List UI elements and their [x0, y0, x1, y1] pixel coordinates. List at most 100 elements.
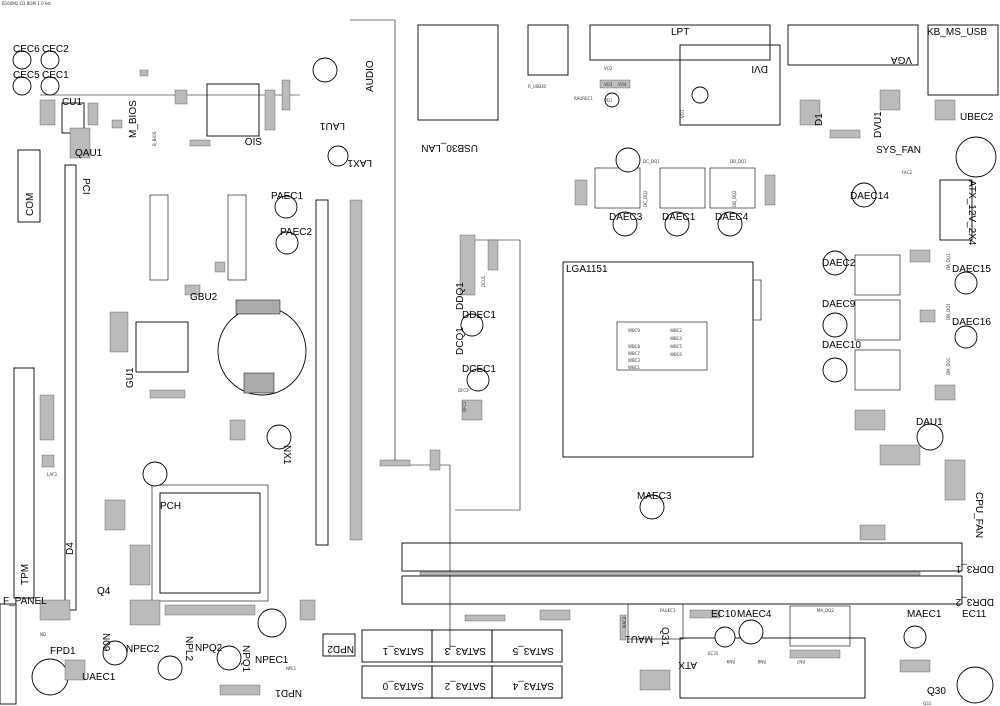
cec5-cap	[12, 76, 32, 96]
label-ec35: EC35	[708, 651, 719, 656]
label-q30: Q30	[927, 686, 946, 697]
daec1-cap	[664, 211, 690, 237]
label-cpu-fan: CPU_FAN	[973, 492, 984, 538]
label-f-panel: F_PANEL	[3, 596, 47, 607]
vo-cap	[691, 86, 709, 104]
daec14-cap	[851, 182, 877, 208]
label-tpm: TPM	[20, 564, 31, 585]
label-gbu2: GBU2	[190, 292, 218, 303]
label-daec4: DAEC4	[715, 212, 749, 223]
board-outlines	[0, 19, 999, 705]
phase-block-3	[854, 349, 901, 391]
label-paec2: PAEC2	[280, 227, 312, 238]
label-b-bios: B_BIOS	[152, 131, 157, 146]
usb30-lan-connector	[417, 24, 499, 121]
ec11-cap	[956, 666, 994, 704]
label-raurec1: RAUREC1	[574, 96, 593, 101]
lax1-cap	[327, 145, 349, 167]
label-pci: PCI	[80, 178, 91, 195]
label-dcu1: DCU1	[481, 275, 486, 287]
label-dcec1: DCEC1	[462, 364, 496, 375]
label-dvi: DVI	[751, 63, 768, 74]
gu1-chip	[135, 321, 189, 373]
label-ec10: EC10	[711, 609, 736, 620]
uaec1-cap	[31, 658, 69, 696]
label-npq2: NPQ2	[195, 643, 223, 654]
pcie-slot	[315, 199, 329, 546]
file-note: B160M2-D3 BOM 1.0 list	[2, 1, 51, 6]
label-q32: Q32	[923, 701, 932, 706]
label-atx: ATX	[678, 659, 697, 670]
slot-small-2	[227, 194, 247, 281]
battery-clips	[235, 299, 281, 394]
dvi-connector	[679, 44, 781, 126]
label-qau1: QAU1	[75, 148, 103, 159]
label-sata3-4: SATA3_4	[512, 680, 554, 691]
label-ma-dq2: MA_DQ2	[817, 608, 834, 613]
label-dvu1: DVU1	[873, 111, 884, 138]
pci-slot	[64, 164, 77, 611]
label-dau1: DAU1	[916, 417, 943, 428]
label-cec6: CEC6	[13, 44, 40, 55]
cec6-cap	[12, 50, 32, 70]
sata3-4-port	[491, 665, 563, 699]
daec15-cap	[954, 271, 978, 295]
label-wbc9: WBC9	[628, 328, 640, 333]
label-vd1: VD1	[604, 98, 613, 103]
phase-block-2	[854, 299, 901, 341]
label-maec4: MAEC4	[737, 609, 772, 620]
label-sio: SIO	[245, 135, 262, 146]
label-cec2: CEC2	[42, 44, 69, 55]
atx-connector	[679, 637, 866, 699]
r-usb30-connector	[527, 24, 569, 76]
label-npd1: NPD1	[275, 687, 302, 698]
phase-block-top-3	[709, 167, 756, 209]
label-npd2: NPD2	[327, 643, 354, 654]
label-kb-ms-usb: KB_MS_USB	[927, 27, 987, 38]
paec2-cap	[275, 231, 299, 255]
daec10-cap	[822, 357, 848, 383]
label-sata3-1: SATA3_1	[382, 645, 424, 656]
label-daec3: DAEC3	[609, 212, 643, 223]
npec2-cap	[157, 655, 183, 681]
label-vo2: VO2	[604, 66, 613, 71]
label-mau1: MAU1	[625, 633, 653, 644]
trace-1	[350, 19, 451, 650]
label-dc-dq1: DC_DQ1	[643, 159, 660, 164]
label-wbc2: WBC2	[670, 328, 682, 333]
socket-latch	[752, 279, 762, 321]
label-com: COM	[25, 193, 36, 216]
daec4-cap	[717, 211, 743, 237]
ddr3-1-slot	[401, 542, 963, 572]
label-db-dq1: DB_DQ1	[730, 159, 747, 164]
label-rn8: RN8	[757, 659, 766, 664]
label-rn7: RN7	[796, 659, 805, 664]
label-dn-dq1: DN_DQ1	[946, 303, 951, 320]
label-sata3-3: SATA3_3	[444, 645, 486, 656]
label-maec3: MAEC3	[637, 491, 672, 502]
label-ddq1: DDQ1	[455, 282, 466, 310]
label-daec2: DAEC2	[822, 258, 856, 269]
pch-outline	[151, 484, 269, 602]
label-sata3-2: SATA3_2	[444, 680, 486, 691]
label-ec11: EC11	[962, 609, 987, 620]
dau1-cap	[916, 423, 944, 451]
label-mac4: MAC4	[622, 616, 627, 628]
ddr3-2-slot	[401, 575, 963, 605]
ec10-cap	[714, 626, 736, 648]
label-atx-12v: ATX_12V_2X4	[966, 180, 977, 246]
sio-chip	[206, 83, 260, 137]
label-maec1: MAEC1	[907, 609, 942, 620]
labels: CEC6 CEC2 CEC5 CEC1 CU1 QAU1 COM PCI M_B…	[3, 27, 994, 706]
label-pch: PCH	[160, 501, 181, 512]
npq-cap	[216, 645, 242, 671]
label-fac2: FAC2	[902, 170, 912, 175]
label-wbc1: WBC1	[628, 365, 640, 370]
com-header	[17, 149, 41, 223]
label-vo1: VO1	[680, 109, 685, 118]
cec2-cap	[40, 50, 60, 70]
vd1-cap	[604, 92, 620, 108]
dcec1-cap	[466, 368, 490, 392]
label-rn9: RN9	[726, 659, 735, 664]
